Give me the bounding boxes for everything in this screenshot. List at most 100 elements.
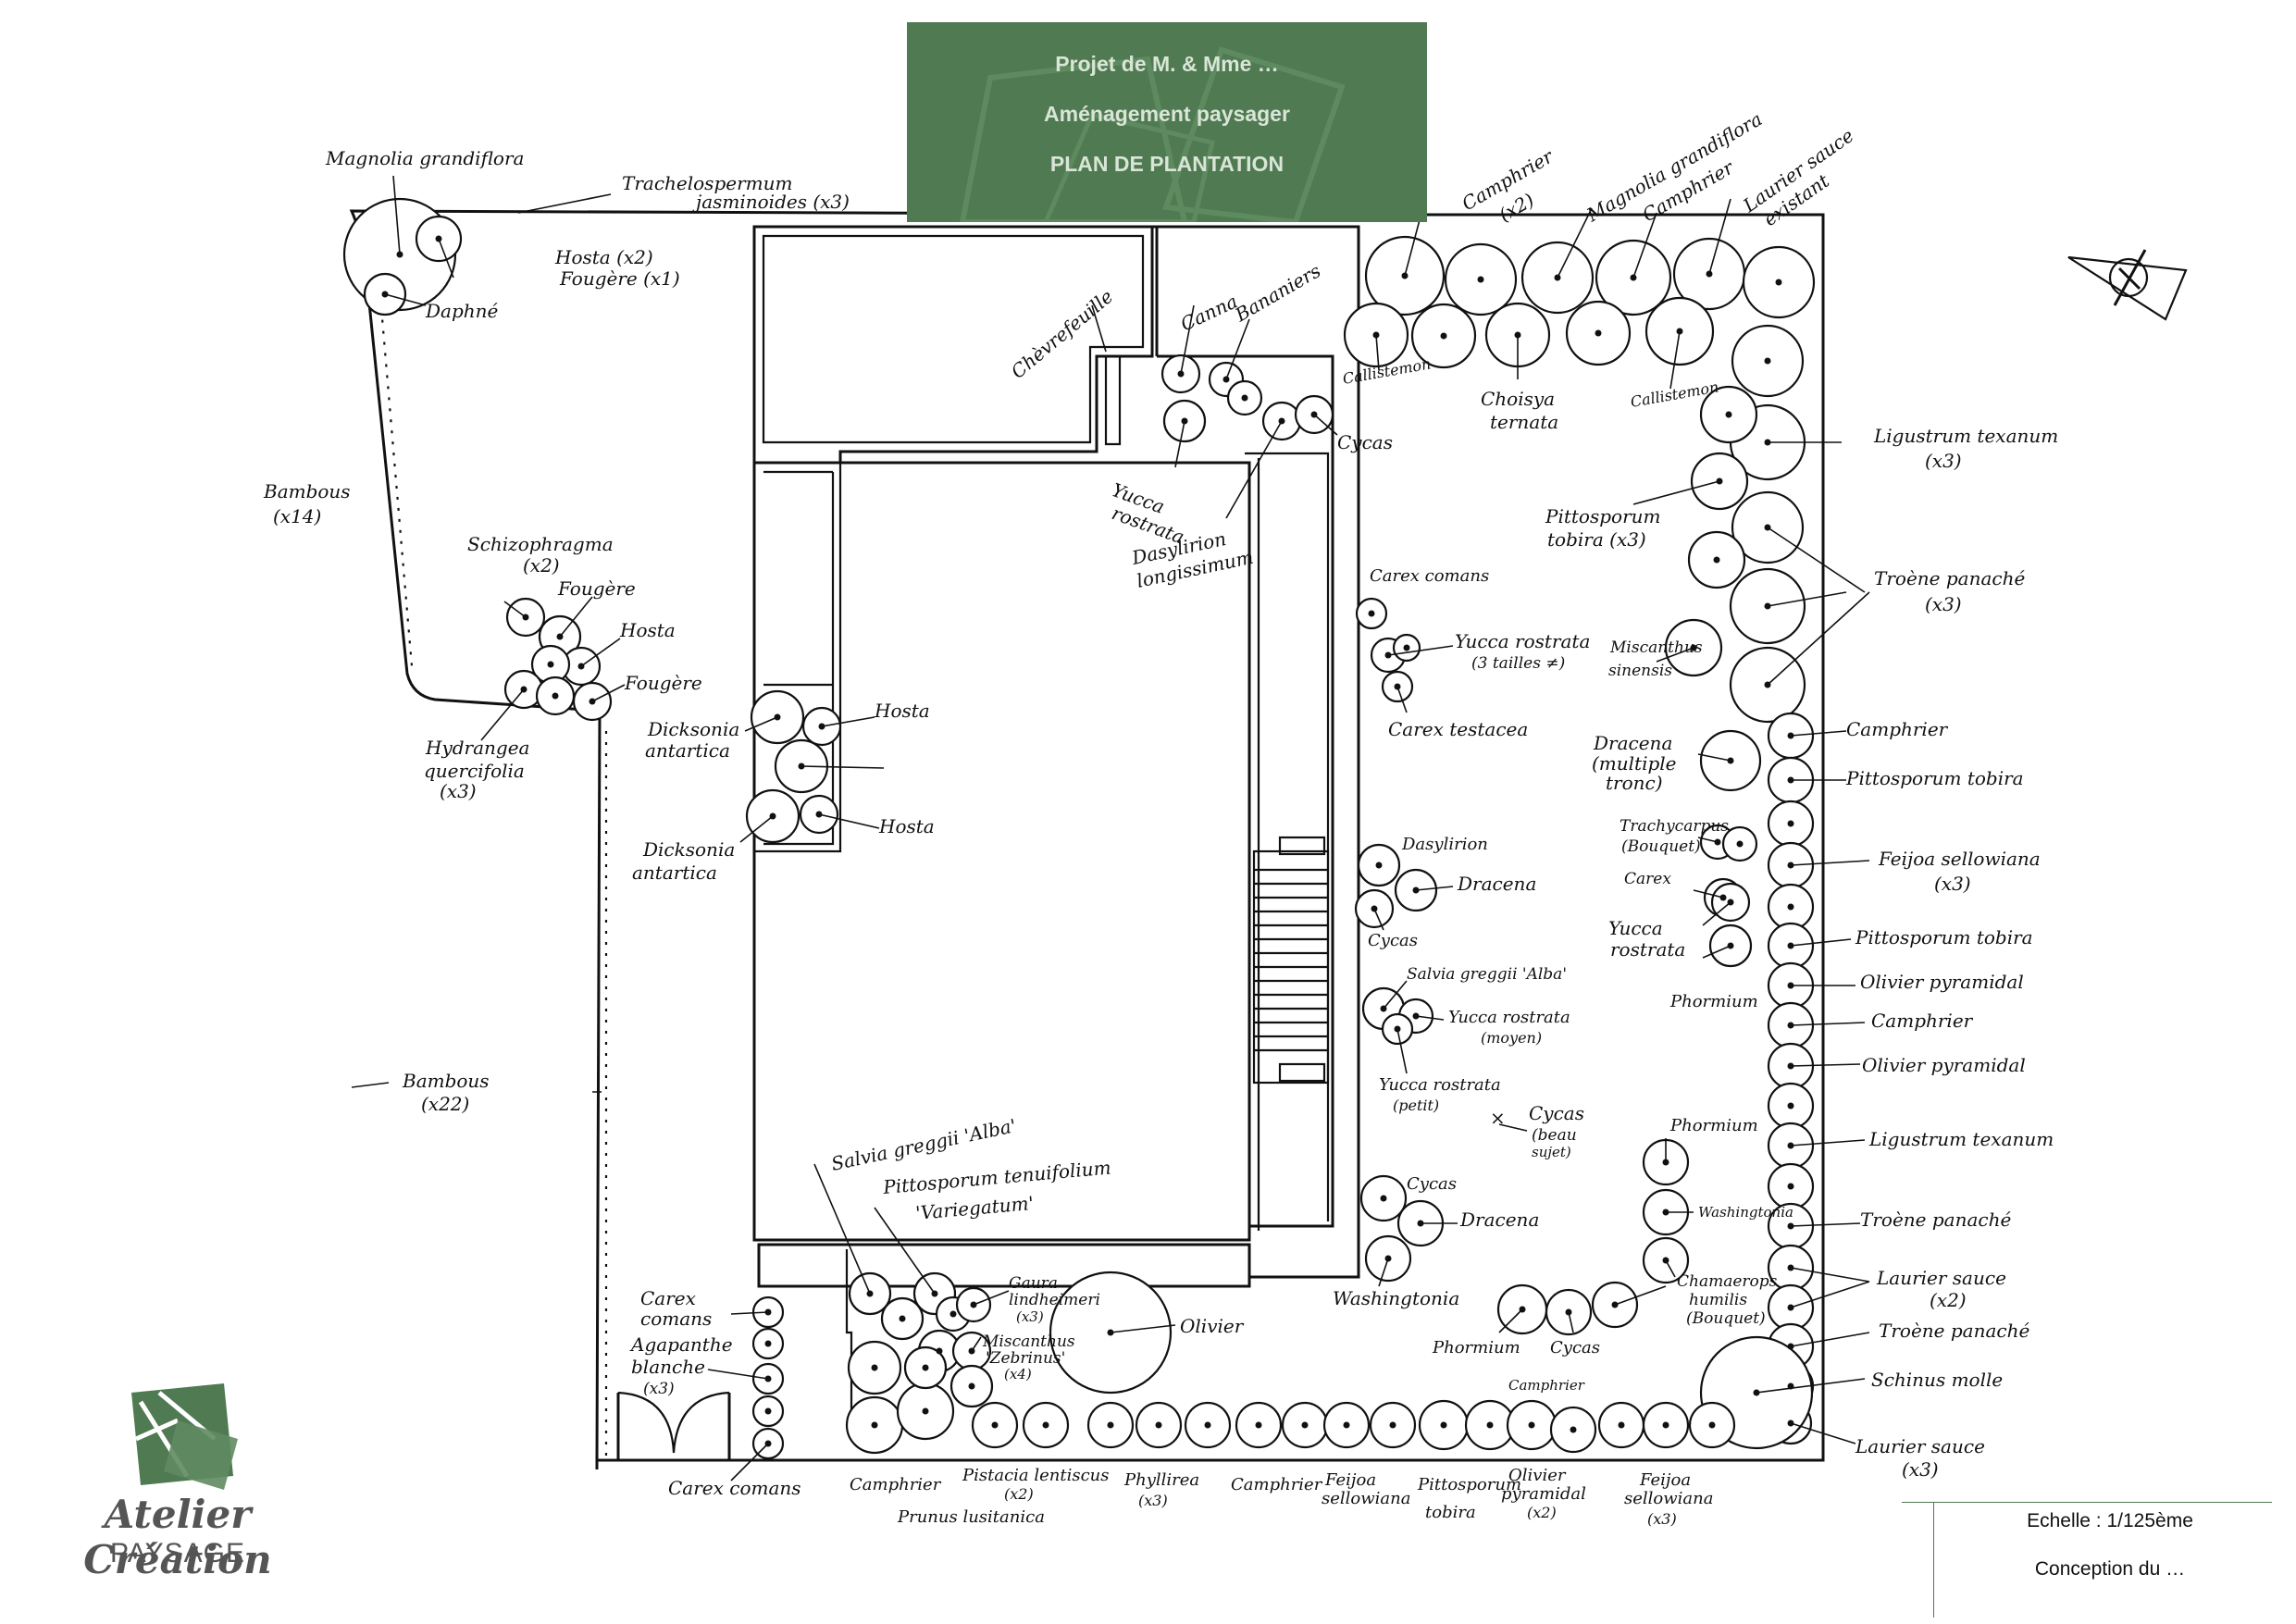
label-feijoa-r: Feijoa sellowiana xyxy=(1878,848,2041,870)
label-miscanthus-zeb: Miscanthus xyxy=(982,1333,1075,1351)
label-fougere-a: Fougère xyxy=(557,577,636,600)
label-hosta-c: Hosta xyxy=(878,815,935,837)
plant-centre-dot xyxy=(1403,644,1410,651)
label-hosta-a: Hosta xyxy=(619,619,676,641)
label-miscanthus-sin: Miscanthus xyxy=(1609,638,1703,657)
plant-centre-dot xyxy=(1042,1421,1049,1429)
label-variegatum: 'Variegatum' xyxy=(914,1192,1035,1224)
label-feijoa-b3: Feijoa xyxy=(1639,1470,1691,1490)
label-cycas-low: Cycas xyxy=(1407,1174,1457,1194)
label-miscanthus-zeb-n: (x4) xyxy=(1004,1366,1032,1382)
label-phormium-r: Phormium xyxy=(1669,992,1758,1011)
cartouche-decoration xyxy=(959,46,1346,222)
plant-centre-dot xyxy=(1301,1421,1309,1429)
label-carex-comans-low: Carex xyxy=(640,1287,696,1309)
label-camphrier-r1: Camphrier xyxy=(1846,718,1949,740)
house-footprint xyxy=(752,225,1360,1425)
label-antartica-2: antartica xyxy=(632,862,717,884)
label-dicksonia-1: Dicksonia xyxy=(647,718,739,740)
label-blanche: blanche xyxy=(631,1356,705,1378)
label-canna: Canna xyxy=(1177,290,1241,335)
label-laurier-x2: Laurier sauce xyxy=(1876,1267,2006,1289)
plant-centre-dot xyxy=(936,1347,943,1355)
label-yucca-r2: rostrata xyxy=(1610,938,1685,961)
label-cycas-mid: Cycas xyxy=(1368,931,1418,950)
label-jasminoides: jasminoides (x3) xyxy=(692,191,850,213)
label-schizophragma: Schizophragma xyxy=(467,533,614,555)
label-feijoa-b4: sellowiana xyxy=(1624,1489,1713,1508)
plant-centre-dot xyxy=(1368,610,1375,617)
label-ligustrum-top-n: (x3) xyxy=(1925,450,1962,472)
plant-centre-dot xyxy=(968,1382,975,1390)
plant-centre-dot xyxy=(1477,276,1484,283)
label-schinus: Schinus molle xyxy=(1871,1369,2003,1391)
label-bambous-bottom: Bambous xyxy=(402,1070,490,1092)
conception-text: Conception du … xyxy=(2034,1558,2186,1580)
label-hydrangea-n: (x3) xyxy=(440,780,477,802)
label-camphrier-r2: Camphrier xyxy=(1871,1010,1974,1032)
label-feijoa-r-n: (x3) xyxy=(1934,873,1971,895)
label-olivier-pyr-1: Olivier pyramidal xyxy=(1860,971,2024,993)
stairs xyxy=(1252,836,1330,1085)
label-fougere-top: Fougère (x1) xyxy=(559,267,680,290)
label-phyllirea-n: (x3) xyxy=(1138,1492,1168,1509)
plant-centre-dot xyxy=(764,1407,772,1415)
plant-centre-dot xyxy=(1662,1421,1669,1429)
scale-box: Echelle : 1/125ème Conception du … xyxy=(1902,1499,2290,1619)
plant-centre-dot xyxy=(1440,1421,1447,1429)
label-laurier-x2-n: (x2) xyxy=(1930,1289,1967,1311)
label-carex-r: Carex xyxy=(1624,870,1671,888)
label-dasylirion-mid: Dasylirion xyxy=(1401,835,1488,854)
label-pittosporum-ten: Pittosporum tenuifolium xyxy=(881,1157,1111,1199)
label-fougere-b: Fougère xyxy=(624,672,702,694)
company-subtitle: PAYSAGE xyxy=(110,1538,245,1568)
label-bambous-bottom-n: (x22) xyxy=(421,1093,469,1115)
project-title: Projet de M. & Mme … xyxy=(1055,52,1279,76)
label-yucca-3tailles: Yucca rostrata xyxy=(1455,630,1590,652)
label-washingtonia-r: Washingtonia xyxy=(1698,1204,1793,1221)
label-washingtonia-low: Washingtonia xyxy=(1333,1287,1459,1309)
label-troene-r2: Troène panaché xyxy=(1860,1209,2011,1231)
plant-centre-dot xyxy=(1440,332,1447,340)
plants xyxy=(342,197,1816,1460)
label-cycas-low2: Cycas xyxy=(1550,1338,1600,1357)
label-troene-top: Troène panaché xyxy=(1874,567,2025,589)
label-camphrier-b2: Camphrier xyxy=(1231,1475,1323,1494)
label-pittosporum-r2: Pittosporum tobira xyxy=(1855,926,2033,948)
label-cycas-beau: Cycas xyxy=(1529,1102,1584,1124)
label-hosta-b: Hosta xyxy=(874,700,930,722)
label-bambous-left-n: (x14) xyxy=(273,505,321,527)
label-dracena-low: Dracena xyxy=(1459,1209,1539,1231)
label-carex-comans-bottom: Carex comans xyxy=(668,1477,801,1499)
label-troene-r3: Troène panaché xyxy=(1879,1320,2029,1342)
plan-title: PLAN DE PLANTATION xyxy=(1049,152,1285,176)
label-troene-top-n: (x3) xyxy=(1925,593,1962,615)
label-olivier: Olivier xyxy=(1180,1315,1245,1337)
plant-centre-dot xyxy=(552,692,559,700)
label-hosta-top: Hosta (x2) xyxy=(554,246,653,268)
plant-centre-dot xyxy=(949,1310,957,1318)
plant-centre-dot xyxy=(871,1364,878,1371)
label-yucca-petit2: (petit) xyxy=(1393,1097,1439,1114)
label-carex-testacea: Carex testacea xyxy=(1388,718,1528,740)
scale-text: Echelle : 1/125ème xyxy=(2027,1510,2193,1531)
label-olivier-pyr-b: Olivier xyxy=(1508,1466,1567,1485)
leader-lines xyxy=(351,175,1870,1481)
label-cycas-beau3: sujet) xyxy=(1532,1144,1571,1160)
plant-centre-dot xyxy=(922,1364,929,1371)
plant-centre-dot xyxy=(1255,1421,1262,1429)
garden-gate xyxy=(616,1391,731,1460)
label-phormium-low: Phormium xyxy=(1432,1338,1520,1357)
plant-centre-dot xyxy=(1618,1421,1625,1429)
north-arrow-icon xyxy=(2067,249,2188,321)
label-pittosporum-r1: Pittosporum tobira xyxy=(1845,767,2024,789)
label-gaura: Gaura xyxy=(1009,1274,1058,1293)
plant-centre-dot xyxy=(1595,329,1602,337)
label-pistacia: Pistacia lentiscus xyxy=(962,1466,1110,1485)
label-dicksonia-2: Dicksonia xyxy=(642,838,735,861)
plant-centre-dot xyxy=(1204,1421,1211,1429)
plant-centre-dot xyxy=(1389,1421,1396,1429)
label-feijoa-b-n: (x3) xyxy=(1647,1510,1677,1528)
plant-centre-dot xyxy=(1570,1426,1577,1433)
